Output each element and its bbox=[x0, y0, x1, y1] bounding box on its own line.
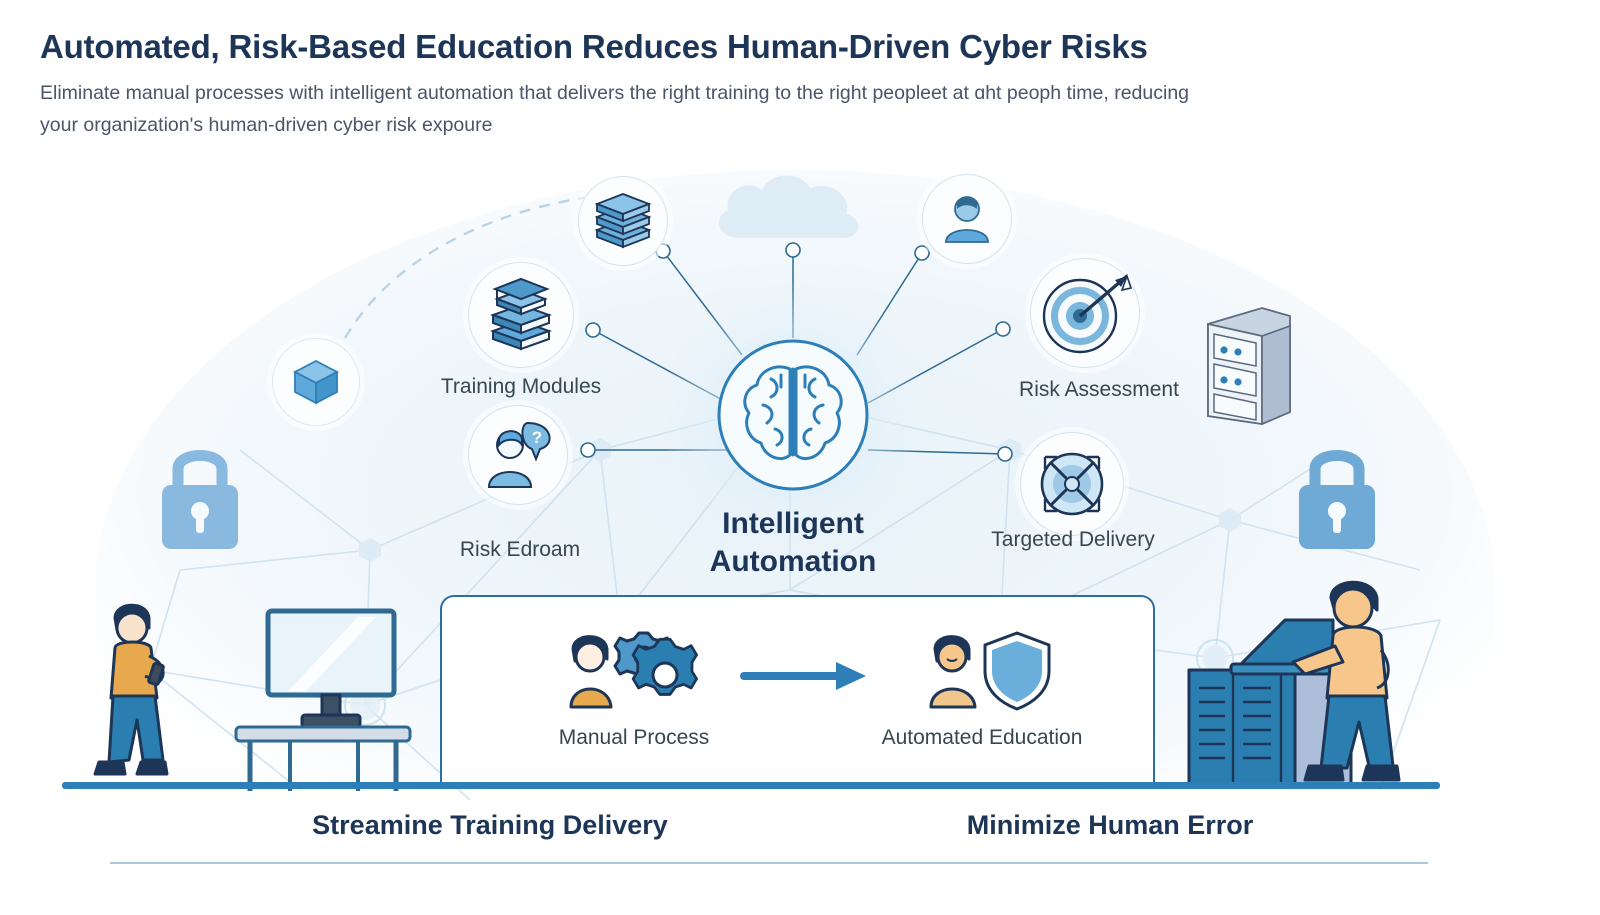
cloud-icon bbox=[718, 175, 859, 238]
cube-node bbox=[272, 338, 360, 426]
padlock-icon bbox=[162, 450, 238, 549]
user-node[interactable] bbox=[922, 174, 1012, 264]
cube-icon bbox=[293, 359, 339, 405]
footer-item-streamline: Streamine Training Delivery bbox=[312, 810, 668, 840]
manual-process-label: Manual Process bbox=[558, 726, 710, 749]
page-title: Automated, Risk-Based Education Reduces … bbox=[40, 28, 1148, 65]
books-node[interactable] bbox=[578, 176, 668, 266]
brain-icon bbox=[717, 339, 869, 491]
risk-assessment-node[interactable] bbox=[1030, 258, 1140, 368]
training-modules-label: Training Modules bbox=[440, 375, 602, 398]
diagram-scene: ? bbox=[0, 150, 1600, 850]
training-modules-node[interactable] bbox=[468, 262, 574, 368]
center-label-line2: Automation bbox=[709, 545, 877, 579]
risk-assessment-label: Risk Assessment bbox=[1019, 378, 1179, 401]
intelligent-automation-hub[interactable] bbox=[661, 283, 925, 547]
svg-text:?: ? bbox=[532, 428, 542, 447]
desktop-monitor-icon bbox=[234, 608, 412, 791]
stacked-books-icon bbox=[594, 193, 652, 249]
person-with-laptop-icon bbox=[1187, 580, 1401, 788]
footer-divider bbox=[110, 862, 1428, 864]
person-shield-icon bbox=[929, 631, 1051, 711]
vault-wheel-icon bbox=[1040, 452, 1104, 516]
footer: Streamine Training Delivery Minimize Hum… bbox=[0, 810, 1600, 862]
user-avatar-icon bbox=[945, 196, 989, 243]
risk-education-label: Risk Edroam bbox=[459, 538, 581, 561]
automated-education-label: Automated Education bbox=[881, 726, 1083, 749]
risk-education-node[interactable]: ? bbox=[468, 405, 568, 505]
header: Automated, Risk-Based Education Reduces … bbox=[40, 28, 1340, 141]
ground-line bbox=[62, 782, 1440, 789]
padlock-icon bbox=[1299, 450, 1375, 549]
person-with-phone-icon bbox=[93, 603, 169, 776]
manual-process-item: Manual Process bbox=[504, 625, 764, 750]
center-label: Intelligent Automation bbox=[628, 505, 958, 582]
center-label-line1: Intelligent bbox=[722, 507, 864, 540]
graduation-cap-books-icon bbox=[490, 277, 552, 351]
targeted-delivery-node[interactable] bbox=[1020, 432, 1124, 536]
targeted-delivery-label: Targeted Delivery bbox=[991, 528, 1155, 551]
target-arrow-icon bbox=[1042, 273, 1133, 354]
person-gears-icon bbox=[569, 631, 698, 709]
arrow-right-icon bbox=[740, 662, 866, 690]
person-question-icon: ? bbox=[487, 421, 551, 488]
automated-education-item: Automated Education bbox=[842, 625, 1122, 750]
transformation-panel: Manual Process bbox=[440, 595, 1155, 785]
page-subtitle: Eliminate manual processes with intellig… bbox=[40, 81, 1190, 136]
footer-item-minimize: Minimize Human Error bbox=[966, 810, 1254, 840]
server-rack-icon bbox=[1207, 307, 1291, 426]
